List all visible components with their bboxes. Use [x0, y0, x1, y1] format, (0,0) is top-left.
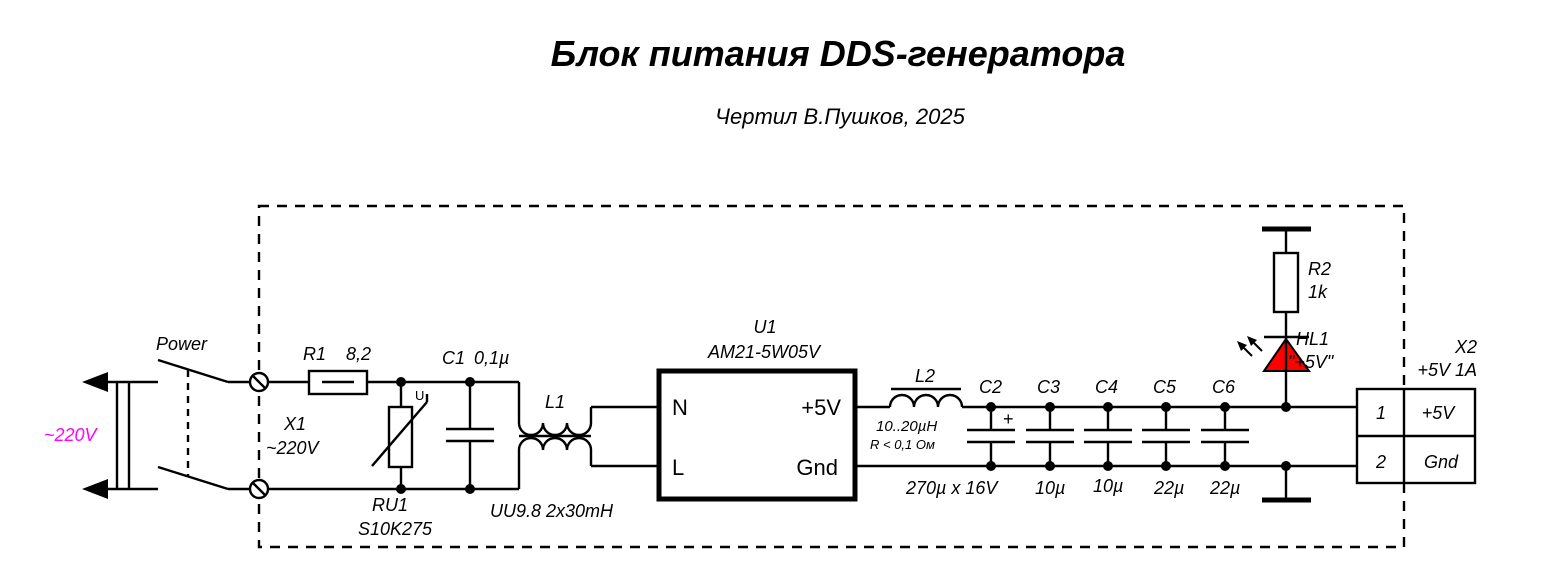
ru1-varistor: [371, 377, 429, 494]
u1-module: [656, 368, 858, 502]
r1-ref: R1: [303, 344, 326, 364]
hl1-value: "+5V": [1288, 352, 1335, 372]
c1-value: 0,1µ: [474, 348, 509, 368]
mains-plug: [82, 372, 158, 499]
c2-capacitor: [967, 402, 1015, 471]
r2-value: 1k: [1308, 282, 1328, 302]
u1-pin-l: L: [672, 455, 684, 480]
x2-ref: X2: [1454, 337, 1477, 357]
page-title: Блок питания DDS-генератора: [551, 33, 1126, 74]
l2-note: R < 0,1 Ом: [870, 437, 935, 452]
x1-terminal-top: [248, 371, 270, 393]
u1-pin-n: N: [672, 395, 688, 420]
x2-value: +5V 1A: [1417, 360, 1477, 380]
c1-ref: C1: [442, 348, 465, 368]
hl1-led: [1237, 335, 1311, 412]
power-switch: [157, 358, 252, 491]
u1-pin-vout: +5V: [801, 395, 841, 420]
x1-ref: X1: [283, 414, 306, 434]
l1-value: UU9.8 2x30mH: [490, 501, 614, 521]
c6-capacitor: [1201, 402, 1249, 471]
x2-pin-2-number: 2: [1375, 452, 1386, 472]
x2-pin-2-name: Gnd: [1424, 452, 1459, 472]
l2-value: 10..20µH: [876, 418, 937, 435]
plug-arrow-bottom-icon: [82, 479, 108, 499]
l2-inductor: [888, 387, 964, 408]
ru1-value: S10K275: [358, 519, 433, 539]
c2-polarity: +: [1003, 409, 1014, 429]
c5-capacitor: [1142, 402, 1190, 471]
x2-pin-1-name: +5V: [1422, 403, 1457, 423]
l1-ref: L1: [545, 392, 565, 412]
r2-resistor: [1262, 226, 1311, 337]
c4-ref: C4: [1095, 377, 1118, 397]
c3-value: 10µ: [1035, 478, 1065, 498]
ground-bar: [1262, 461, 1311, 503]
hl1-ref: HL1: [1296, 329, 1329, 349]
x2-pin-1-number: 1: [1376, 403, 1386, 423]
x1-terminal-bottom: [248, 478, 270, 500]
c2-value: 270µ x 16V: [905, 478, 999, 498]
plug-arrow-top-icon: [82, 372, 108, 392]
c3-ref: C3: [1037, 377, 1060, 397]
u1-pin-gnd: Gnd: [796, 455, 838, 480]
x1-value: ~220V: [266, 438, 321, 458]
x2-connector: [1355, 387, 1477, 485]
ru1-symbol: U: [415, 388, 424, 403]
l1-choke: [517, 382, 659, 489]
c6-value: 22µ: [1209, 478, 1240, 498]
light-emission-arrows-icon: [1237, 336, 1263, 357]
c5-value: 22µ: [1153, 478, 1184, 498]
u1-ref: U1: [753, 317, 776, 337]
c4-value: 10µ: [1093, 476, 1123, 496]
enclosure-boundary: [257, 204, 1406, 549]
l2-ref: L2: [915, 366, 935, 386]
c2-ref: C2: [979, 377, 1002, 397]
r1-value: 8,2: [346, 344, 371, 364]
c3-capacitor: [1026, 402, 1074, 471]
c4-capacitor: [1084, 402, 1132, 471]
c1-capacitor: [446, 377, 494, 494]
page-subtitle: Чертил В.Пушков, 2025: [715, 104, 965, 129]
r1-resistor: [307, 369, 369, 396]
c6-ref: C6: [1212, 377, 1236, 397]
switch-label: Power: [156, 334, 208, 354]
r2-ref: R2: [1308, 259, 1331, 279]
u1-value: AM21-5W05V: [707, 342, 822, 362]
ru1-ref: RU1: [372, 495, 408, 515]
mains-voltage-label: ~220V: [44, 425, 99, 445]
c5-ref: C5: [1153, 377, 1177, 397]
